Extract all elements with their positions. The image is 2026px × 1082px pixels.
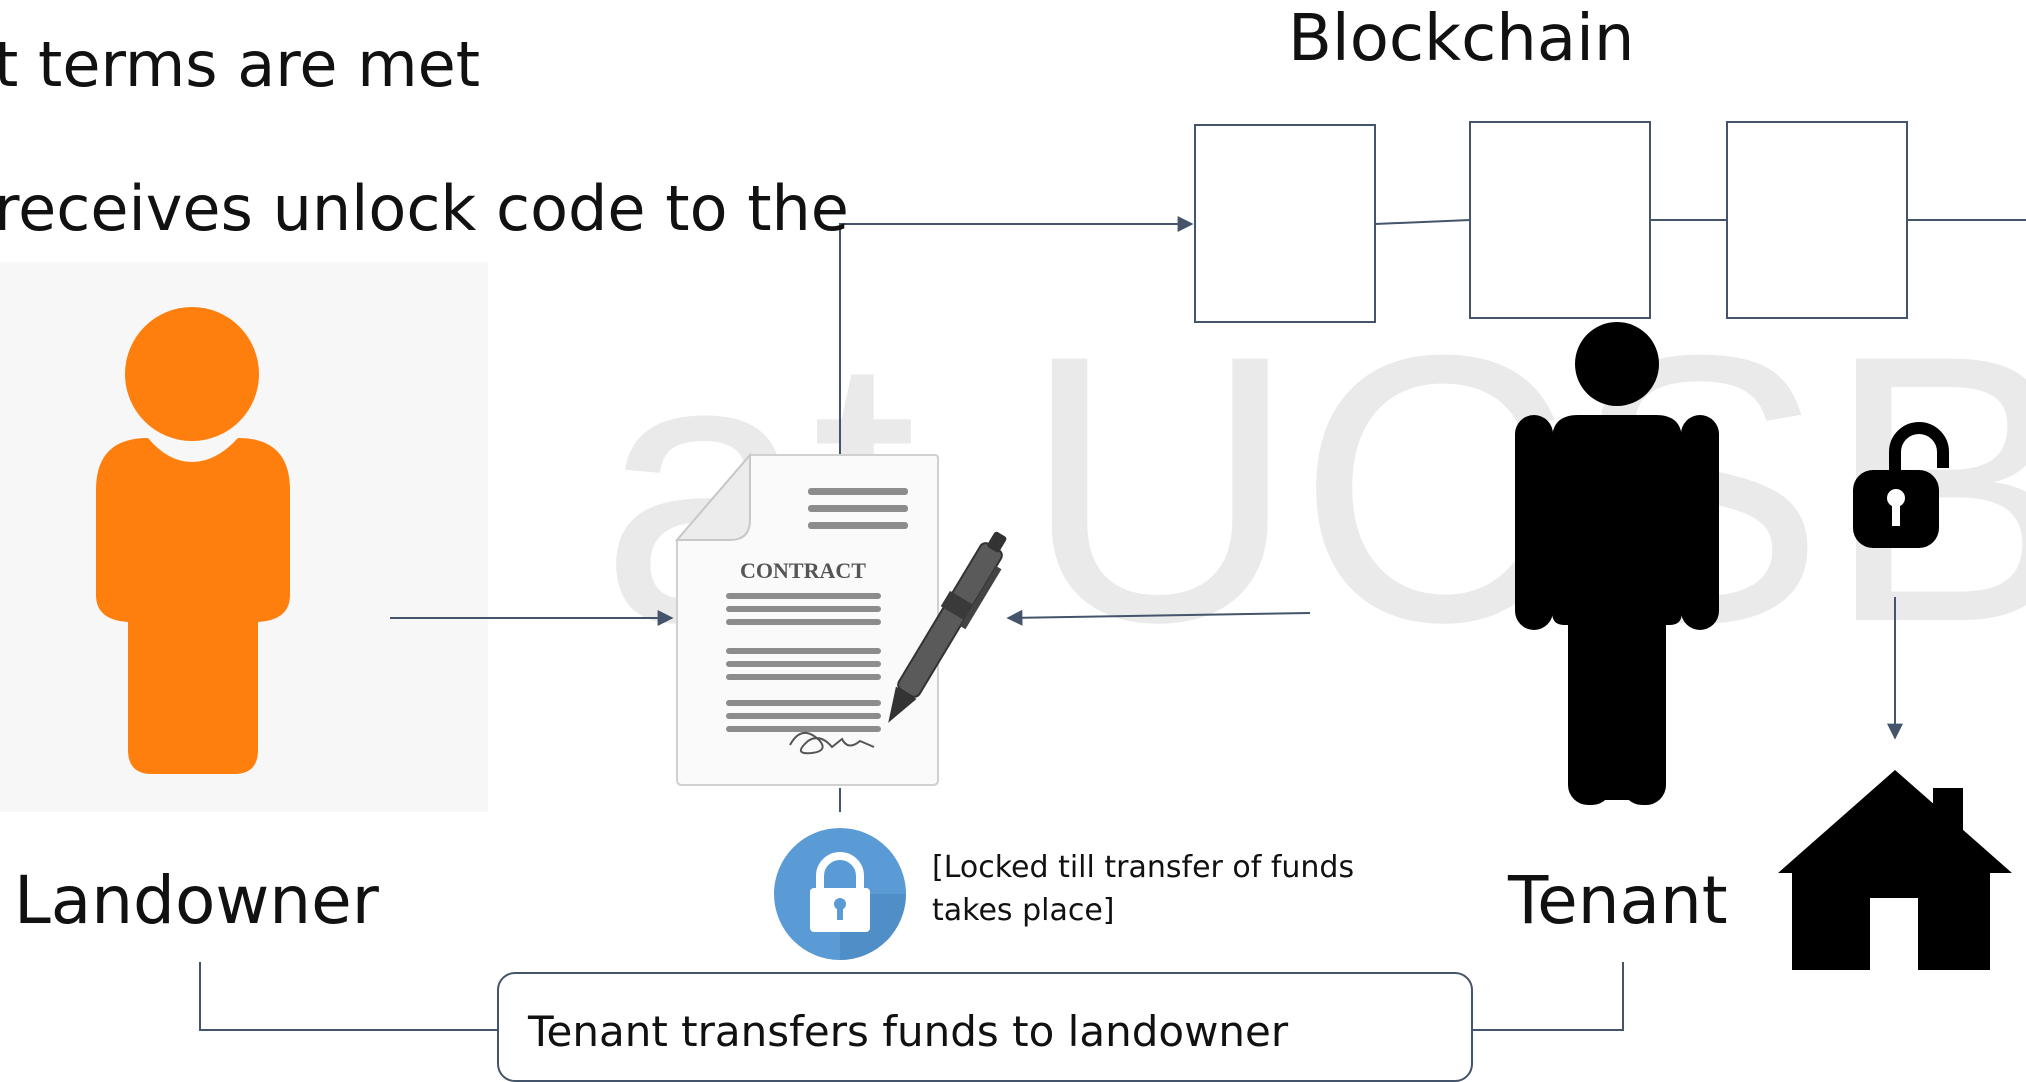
block-1 xyxy=(1194,124,1376,323)
header-text-line-2: receives unlock code to the xyxy=(0,172,849,245)
lock-icon xyxy=(774,828,906,960)
locked-note: [Locked till transfer of funds takes pla… xyxy=(932,850,1355,928)
house-icon xyxy=(1778,770,2012,970)
signature xyxy=(789,732,875,755)
blockchain-blocks xyxy=(1194,121,1908,323)
chain-links xyxy=(1374,219,2026,225)
transfer-box xyxy=(497,972,1473,1082)
pen-icon xyxy=(888,531,1007,723)
block-3 xyxy=(1726,121,1908,319)
contract-heading: CONTRACT xyxy=(740,558,866,583)
tenant-label: Tenant xyxy=(1508,862,1728,939)
unlock-icon xyxy=(1853,422,1949,548)
tenant-bracket xyxy=(1473,962,1624,1031)
header-text-line-1: t terms are met xyxy=(0,28,481,101)
landowner-bracket xyxy=(199,962,497,1031)
landowner-label: Landowner xyxy=(14,862,379,939)
blockchain-title: Blockchain xyxy=(1288,2,1635,76)
transfer-label: Tenant transfers funds to landowner xyxy=(528,1007,1289,1056)
landowner-person-icon xyxy=(96,307,290,774)
contract-to-chain-arrow xyxy=(839,216,1194,455)
tenant-legs xyxy=(1568,600,1666,805)
tenant-to-contract-arrow xyxy=(1006,609,1311,626)
block-2 xyxy=(1469,121,1651,319)
contract-document-icon: CONTRACT xyxy=(674,452,939,786)
